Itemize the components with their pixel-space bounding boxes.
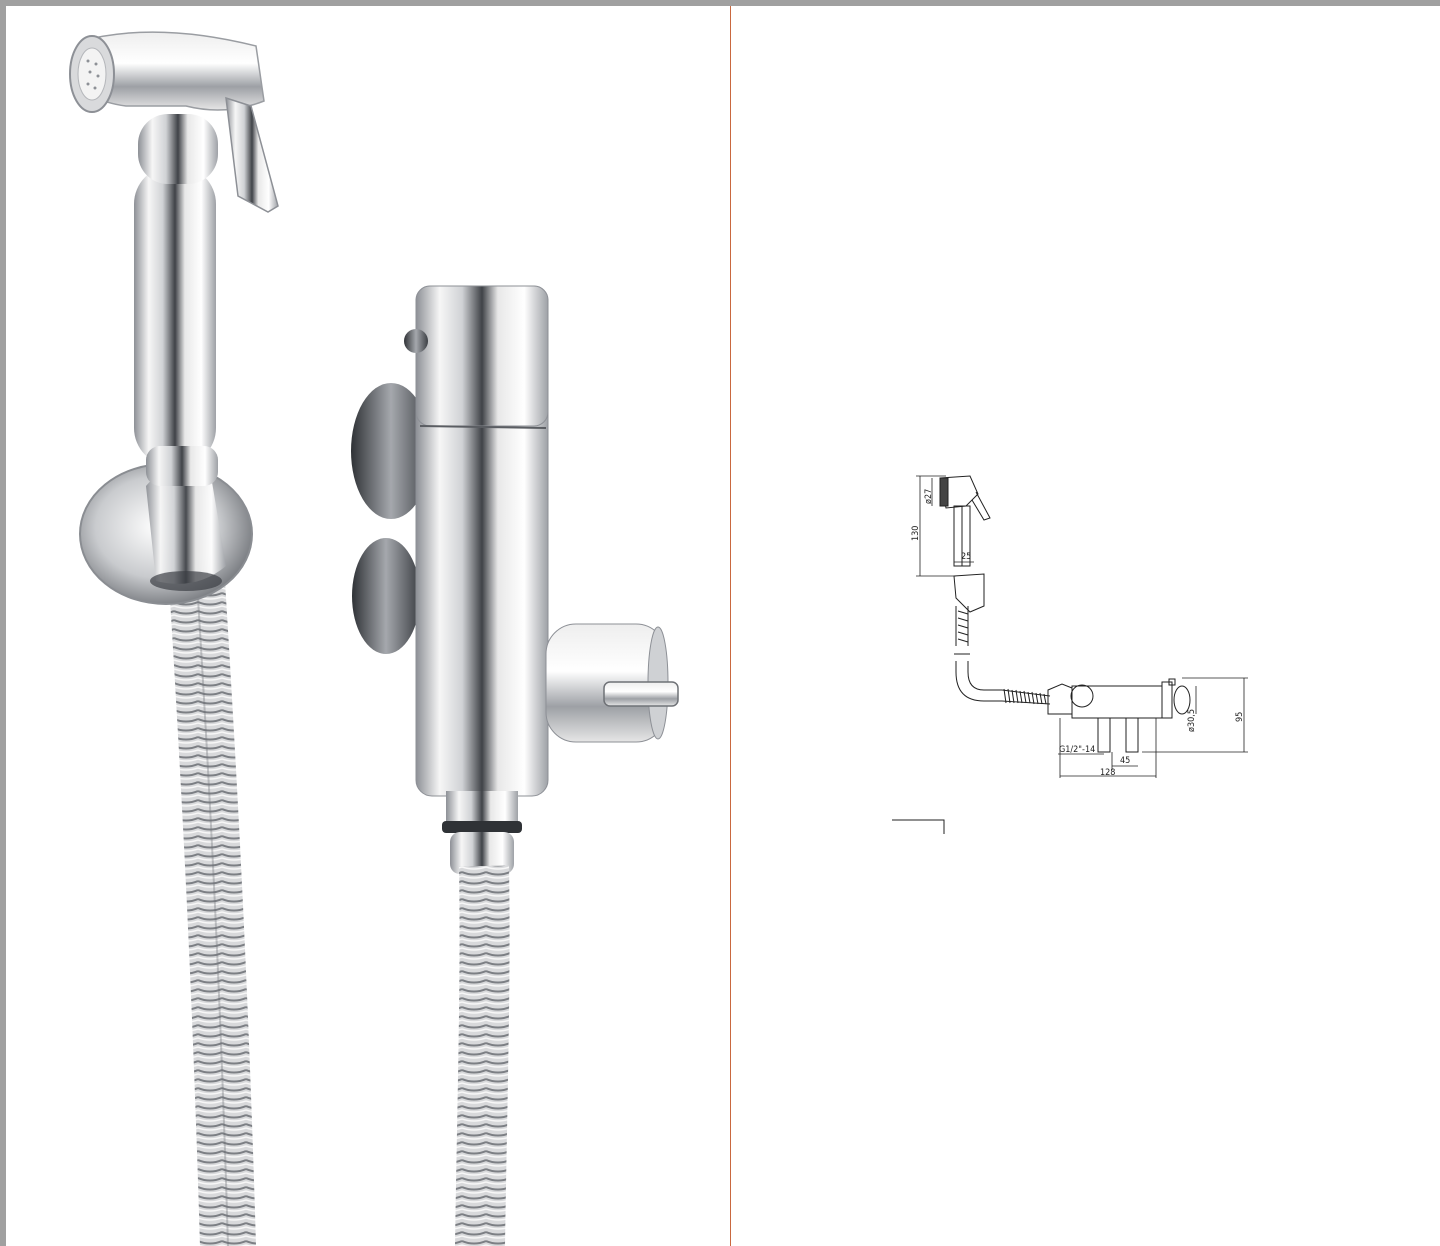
bidet-shower-set-photo-icon [69, 31, 679, 1246]
bidet-shower-dimension-drawing-icon: 130 ø27 25 ø30,5 95 G1/2"-14 45 128 [892, 475, 1248, 834]
left-page [6, 6, 730, 1246]
catalog-spread: 130 ø27 25 ø30,5 95 G1/2"-14 45 128 [6, 6, 1440, 1246]
dim-inlet-spacing-label: 45 [1120, 756, 1130, 766]
dim-valve-length-label: 128 [1100, 768, 1115, 778]
page-gutter-line [730, 6, 731, 1246]
dim-valve-diameter-label: ø30,5 [1187, 709, 1197, 732]
corner-mark [892, 819, 945, 834]
dim-handle-width-label: 25 [961, 552, 971, 562]
dim-valve-height-label: 95 [1235, 712, 1245, 722]
right-page: 130 ø27 25 ø30,5 95 G1/2"-14 45 128 [732, 6, 1440, 1246]
dim-head-diameter-label: ø27 [924, 489, 934, 504]
dim-height-label: 130 [911, 526, 921, 541]
dim-thread-label: G1/2"-14 [1059, 745, 1095, 755]
